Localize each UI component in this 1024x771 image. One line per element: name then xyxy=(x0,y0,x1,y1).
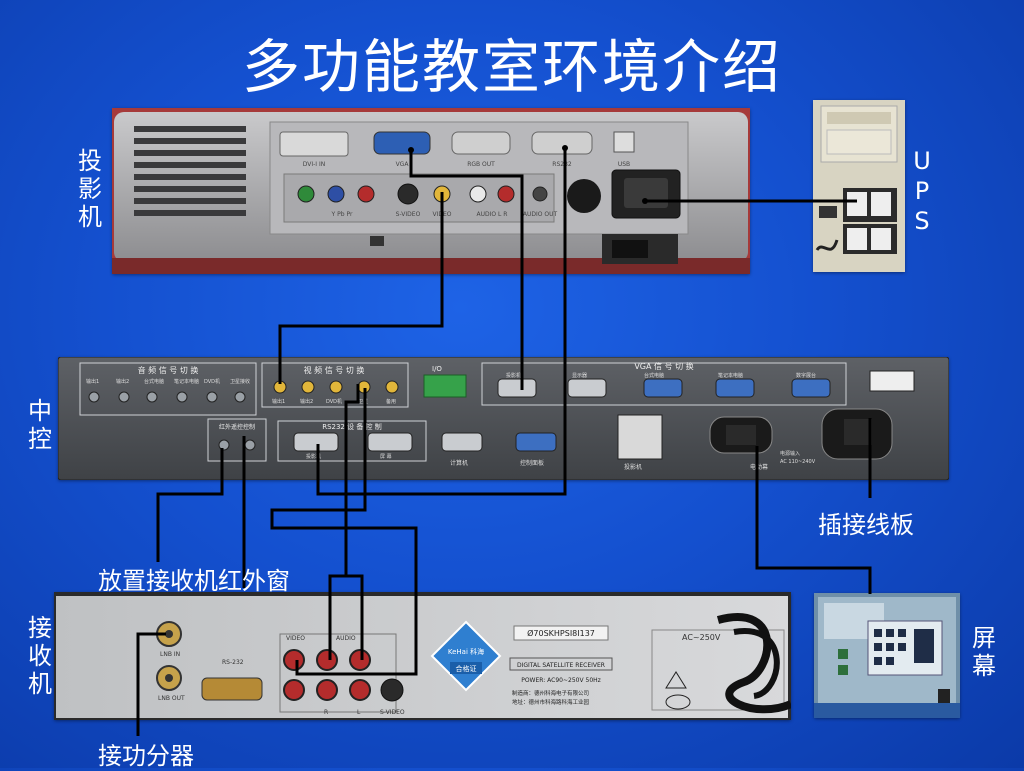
ctrl-screen-outlet: 电动幕 xyxy=(750,463,768,471)
label-controller-char-2: 控 xyxy=(28,425,52,453)
ctrl-io-label: I/O xyxy=(432,365,442,373)
controller-photo: 音 频 信 号 切 换 输出1 输出2 台式电脑 笔记本电脑 DVD机 卫星接收… xyxy=(57,356,950,481)
proj-port-rs232: RS232 xyxy=(552,161,572,168)
label-receiver: 接 收 机 xyxy=(26,614,54,698)
label-screen-char-1: 屏 xyxy=(972,624,996,652)
ctrl-video-port-5: 备用 xyxy=(386,398,396,405)
page-title: 多功能教室环境介绍 xyxy=(241,33,782,101)
proj-av-ypbpr: Y Pb Pr xyxy=(331,211,353,218)
ctrl-rs232-port-1: 投影机 xyxy=(306,453,321,460)
rec-maker-2: 地址：德州市科海路科海工业园 xyxy=(512,698,590,706)
ctrl-audio-port-5: DVD机 xyxy=(204,378,220,385)
label-ups-char-1: U xyxy=(913,147,931,175)
label-ups-char-3: S xyxy=(914,207,930,235)
ctrl-audio-port-4: 笔记本电脑 xyxy=(174,378,199,385)
rec-l: L xyxy=(357,709,361,716)
label-projector-char-1: 投 xyxy=(78,147,102,175)
ctrl-rs232-port-2: 屏 幕 xyxy=(380,453,392,460)
proj-port-usb: USB xyxy=(618,161,630,168)
ctrl-audio-port-2: 输出2 xyxy=(116,378,129,385)
ctrl-vga-port-5: 数字展台 xyxy=(796,372,816,379)
rec-svideo: S-VIDEO xyxy=(380,709,405,716)
label-screen-char-2: 幕 xyxy=(972,652,996,680)
projector-photo: DVI-I IN VGA RGB OUT RS232 USB Y Pb Pr S… xyxy=(112,108,750,274)
proj-port-rgb-out: RGB OUT xyxy=(467,161,495,168)
vent-grille xyxy=(134,126,246,216)
proj-av-audio: AUDIO L R xyxy=(477,211,508,218)
badge-brand: KeHai 科海 xyxy=(448,647,484,656)
rec-video: VIDEO xyxy=(286,635,305,642)
rec-power: POWER: AC90~250V 50Hz xyxy=(521,677,601,684)
proj-av-video: VIDEO xyxy=(432,211,451,218)
rec-serial: Ø70SKHPSI8I137 xyxy=(527,628,595,638)
ctrl-audio-port-6: 卫星接收 xyxy=(230,378,250,385)
ctrl-video-port-2: 输出2 xyxy=(300,398,313,405)
label-ups-char-2: P xyxy=(914,177,930,205)
ctrl-vga-port-1: 投影机 xyxy=(506,372,521,379)
rec-lnb-out: LNB OUT xyxy=(158,695,185,702)
rec-lnb-in: LNB IN xyxy=(160,651,180,658)
label-projector-char-2: 影 xyxy=(78,175,102,203)
screen-photo xyxy=(814,593,960,718)
proj-port-dvi: DVI-I IN xyxy=(303,161,326,168)
rec-r: R xyxy=(324,709,328,716)
rec-rs232: RS-232 xyxy=(222,659,244,666)
kehai-badge: KeHai 科海 合格证 xyxy=(430,620,502,692)
ctrl-vga-port-4: 笔记本电脑 xyxy=(718,372,743,379)
ctrl-video-section: 视 频 信 号 切 换 xyxy=(304,365,365,375)
ctrl-projector-outlet: 投影机 xyxy=(624,463,642,471)
label-receiver-char-1: 接 xyxy=(28,614,52,642)
label-ir-window: 放置接收机红外窗 xyxy=(98,567,290,595)
label-power-strip: 插接线板 xyxy=(818,511,914,539)
ctrl-rs232-section: RS232 设 备 控 制 xyxy=(322,422,382,431)
ctrl-computer-port: 计算机 xyxy=(450,459,468,467)
ups-photo xyxy=(813,100,905,272)
label-controller: 中 控 xyxy=(26,397,54,453)
rec-ac-label: AC~250V xyxy=(682,633,721,642)
ctrl-audio-section: 音 频 信 号 切 换 xyxy=(138,365,199,375)
ctrl-audio-port-3: 台式电脑 xyxy=(144,378,164,385)
ctrl-ir-section: 红外遥控控制 xyxy=(219,423,255,431)
ctrl-video-port-4: 卫星 xyxy=(358,399,368,405)
label-projector-char-3: 机 xyxy=(78,203,102,231)
rec-audio: AUDIO xyxy=(336,635,356,642)
label-screen: 屏 幕 xyxy=(970,624,998,680)
ctrl-power-spec: AC 110~240V xyxy=(780,459,816,465)
proj-av-audio-out: AUDIO OUT xyxy=(523,211,558,218)
label-receiver-char-3: 机 xyxy=(28,670,52,698)
label-splitter: 接功分器 xyxy=(98,742,194,770)
rec-model: DIGITAL SATELLITE RECEIVER xyxy=(517,662,605,669)
badge-text: 合格证 xyxy=(456,664,477,673)
proj-port-vga: VGA xyxy=(396,161,410,168)
ctrl-audio-port-1: 输出1 xyxy=(86,378,99,385)
ctrl-vga-port-2: 显示器 xyxy=(572,373,587,379)
label-ups: U P S xyxy=(906,146,938,236)
ctrl-vga-section: VGA 信 号 切 换 xyxy=(634,361,693,371)
ctrl-video-port-3: DVD机 xyxy=(326,398,342,405)
ctrl-video-port-1: 输出1 xyxy=(272,398,285,405)
ctrl-vga-port-3: 台式电脑 xyxy=(644,372,664,379)
ctrl-power-in: 电源输入 xyxy=(780,450,800,457)
proj-av-svideo: S-VIDEO xyxy=(396,211,421,218)
label-projector: 投 影 机 xyxy=(76,147,104,231)
ctrl-panel-port: 控制面板 xyxy=(520,459,544,467)
label-controller-char-1: 中 xyxy=(28,397,52,425)
receiver-photo: LNB IN LNB OUT RS-232 VIDEO AUDIO R L S-… xyxy=(54,592,793,720)
label-receiver-char-2: 收 xyxy=(28,642,52,670)
rec-maker-1: 制造商：德州科海电子有限公司 xyxy=(512,689,589,697)
